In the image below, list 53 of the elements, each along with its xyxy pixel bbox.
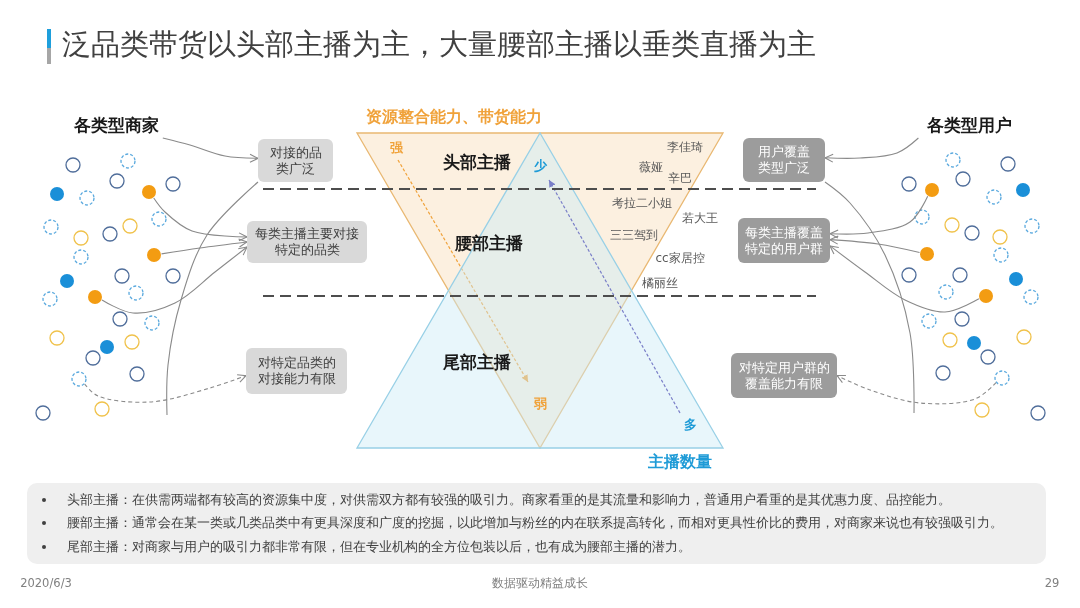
scale-label: 强: [389, 140, 403, 156]
connector-arrow: [829, 245, 980, 313]
streamer-name: 李佳琦: [667, 139, 703, 155]
tier-label: 腰部主播: [455, 232, 523, 254]
callout-box: 对接的品类广泛: [258, 139, 333, 182]
dashed-arrow: [836, 374, 997, 405]
page-number: 29: [1044, 577, 1060, 591]
triangle-heading: 资源整合能力、带货能力: [365, 107, 543, 127]
streamer-name: 若大王: [682, 210, 718, 226]
tier-label: 头部主播: [443, 151, 511, 173]
dot-icon: [978, 288, 994, 304]
callout-box: 对特定用户群的覆盖能力有限: [731, 353, 837, 398]
callout-box: 每类主播覆盖特定的用户群: [738, 218, 830, 263]
streamer-name: cc家居控: [655, 250, 705, 266]
connector-line: [824, 181, 915, 414]
connector-arrow: [824, 137, 919, 163]
connector-arrow: [160, 238, 248, 255]
connector-arrow: [829, 235, 921, 254]
dashed-arrow: [84, 374, 247, 403]
dot-icon: [924, 182, 940, 198]
callout-box: 每类主播主要对接特定的品类: [247, 221, 367, 263]
callout-box: 用户覆盖类型广泛: [743, 138, 825, 182]
streamer-name: 辛巴: [668, 170, 692, 186]
streamer-name: 考拉二小姐: [612, 195, 672, 211]
scale-label: 多: [683, 417, 697, 433]
connector-arrow: [153, 197, 248, 242]
dashed-ring-icon: [71, 371, 87, 387]
dot-icon: [141, 184, 157, 200]
callout-box: 对特定品类的对接能力有限: [246, 348, 347, 394]
note-text: 头部主播：在供需两端都有较高的资源集中度，对供需双方都有较强的吸引力。商家看重的是其流量和影响力，普通用户看重的是其优惠力度、品控能力。: [67, 491, 951, 508]
footer-slogan: 数据驱动精益成长: [492, 577, 588, 591]
streamer-name: 三三驾到: [610, 227, 658, 243]
footer-date: 2020/6/3: [20, 577, 72, 591]
note-text: 腰部主播：通常会在某一类或几类品类中有更具深度和广度的挖掘，以此增加与粉丝的内在联系提高转化，而相对更具性价比的费用，对商家来说也有较强吸引力。: [67, 515, 1003, 532]
triangle-heading: 主播数量: [648, 452, 712, 472]
dot-icon: [919, 246, 935, 262]
group-heading: 各类型用户: [914, 112, 1024, 138]
connector-arrow: [162, 137, 259, 163]
tier-label: 尾部主播: [443, 351, 511, 373]
connector-arrow: [101, 246, 248, 314]
dashed-ring-icon: [994, 370, 1010, 386]
connector-arrow: [829, 195, 929, 239]
streamer-name: 薇娅: [639, 159, 663, 175]
connector-line: [166, 181, 259, 416]
note-text: 尾部主播：对商家与用户的吸引力都非常有限，但在专业机构的全方位包装以后，也有成为腰部主播的潜力。: [67, 538, 691, 555]
dot-icon: [146, 247, 162, 263]
dot-icon: [87, 289, 103, 305]
scale-label: 少: [533, 158, 547, 174]
scale-label: 弱: [533, 396, 547, 412]
slide-title: 泛品类带货以头部主播为主，大量腰部主播以垂类直播为主: [62, 27, 816, 63]
group-heading: 各类型商家: [64, 112, 168, 138]
notes-panel: [27, 483, 1046, 564]
streamer-name: 橘丽丝: [642, 275, 678, 291]
